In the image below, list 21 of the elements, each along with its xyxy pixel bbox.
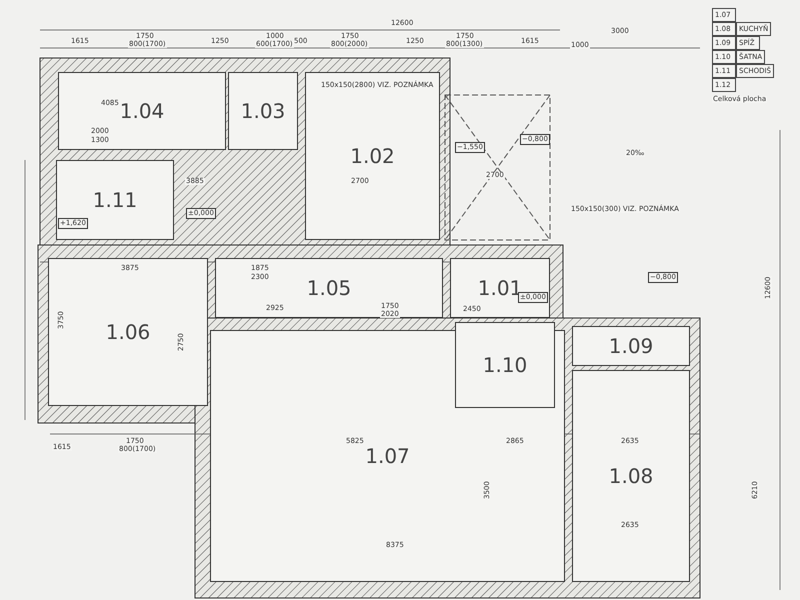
room-area xyxy=(58,72,226,150)
room-number: 1.02 xyxy=(350,144,395,168)
room-number: 1.10 xyxy=(482,353,528,377)
room-area xyxy=(572,370,690,582)
room-number: 1.05 xyxy=(306,276,352,300)
room-number: 1.09 xyxy=(608,334,654,358)
room-number: 1.04 xyxy=(120,99,164,123)
room-area xyxy=(228,72,298,150)
room-area xyxy=(572,326,690,366)
room-number: 1.03 xyxy=(240,99,286,123)
room-area xyxy=(305,72,440,240)
room-number: 1.07 xyxy=(365,444,410,468)
room-area xyxy=(455,322,555,408)
room-area xyxy=(210,330,565,582)
room-area xyxy=(56,160,174,240)
room-number: 1.06 xyxy=(106,320,150,344)
room-area xyxy=(215,258,443,318)
room-number: 1.11 xyxy=(92,188,138,212)
room-number: 1.08 xyxy=(608,464,654,488)
room-area xyxy=(450,258,550,318)
room-area xyxy=(48,258,208,406)
